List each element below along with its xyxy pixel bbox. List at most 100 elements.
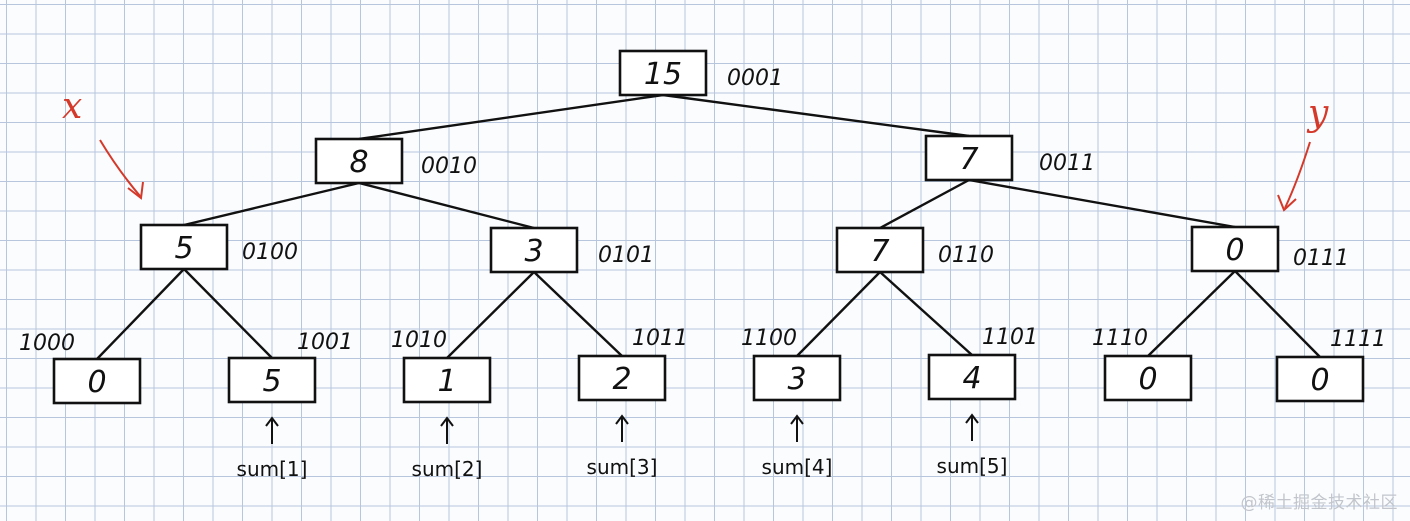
node-binary-code: 1100 (741, 326, 797, 351)
node-box (835, 226, 925, 274)
sum-annotations: sum[1] sum[2] sum[3] sum[4] sum[5] (237, 413, 1008, 481)
node-box (1190, 225, 1280, 273)
node-box (752, 354, 842, 402)
node-binary-code: 0100 (242, 240, 298, 265)
up-arrow-head (965, 413, 979, 424)
node-binary-code: 1010 (391, 328, 447, 353)
node-value: 5 (174, 231, 193, 266)
node-value: 8 (349, 145, 368, 180)
node-box (924, 134, 1014, 182)
node-box (1103, 354, 1193, 402)
node-value: 3 (524, 234, 543, 269)
node-box (489, 226, 579, 274)
sum-label: sum[2] (412, 457, 483, 481)
node-binary-code: 0001 (727, 66, 783, 91)
marker-arrow-icon (99, 139, 141, 197)
sum-label: sum[5] (937, 454, 1008, 478)
sum-label: sum[1] (237, 457, 308, 481)
sum-annotation: sum[5] (937, 413, 1008, 478)
tree-edge (1234, 270, 1321, 358)
node-value: 0 (1138, 362, 1157, 397)
node-box (227, 356, 317, 404)
sum-annotation: sum[2] (412, 416, 483, 481)
up-arrow-head (440, 416, 454, 427)
node-box (314, 137, 404, 185)
node-box (139, 223, 229, 271)
node-value: 0 (1225, 233, 1244, 268)
tree-edge (968, 178, 1236, 229)
node-value: 2 (612, 362, 631, 397)
node-box (1275, 355, 1365, 403)
node-box (927, 353, 1017, 401)
tree-node-root: 15 0001 (618, 49, 783, 97)
sum-label: sum[4] (762, 455, 833, 479)
tree-edge (358, 181, 535, 230)
tree-edge (183, 181, 360, 227)
tree-node-l2-a: 5 0100 (139, 223, 298, 271)
up-arrow-head (790, 414, 804, 425)
node-value: 0 (1310, 363, 1329, 398)
marker-arrow-icon (1284, 141, 1311, 209)
tree-edge (879, 271, 973, 356)
node-box (52, 357, 142, 405)
node-binary-code: 0101 (598, 243, 654, 268)
sum-annotation: sum[4] (762, 414, 833, 479)
tree-node-l2-b: 3 0101 (489, 226, 654, 274)
tree-edge (1147, 270, 1236, 357)
tree-edges (96, 93, 1321, 360)
node-binary-code: 1001 (297, 330, 353, 355)
tree-node-l2-d: 0 0111 (1190, 225, 1349, 273)
node-binary-code: 1101 (982, 325, 1038, 350)
node-value: 5 (262, 364, 281, 399)
up-arrow-head (265, 416, 279, 427)
sum-annotation: sum[3] (587, 414, 658, 479)
tree-node-leaf-5: 3 1100 (741, 326, 842, 402)
node-binary-code: 1011 (632, 326, 688, 351)
marker-arrow-head (1277, 194, 1297, 212)
marker-y: y (1277, 93, 1329, 212)
node-value: 7 (870, 234, 889, 269)
node-box (402, 356, 492, 404)
node-binary-code: 1000 (19, 331, 75, 356)
tree-edge (796, 271, 881, 357)
node-value: 0 (87, 365, 106, 400)
node-binary-code: 1111 (1330, 327, 1386, 352)
marker-x: x (62, 86, 144, 200)
up-arrow-head (615, 414, 629, 425)
tree-node-l2-c: 7 0110 (835, 226, 994, 274)
node-binary-code: 1110 (1092, 326, 1148, 351)
node-box (618, 49, 708, 97)
tree-edge (96, 268, 185, 360)
marker-arrow-head (127, 181, 144, 200)
node-value: 3 (787, 362, 806, 397)
node-binary-code: 0111 (1293, 246, 1349, 271)
tree-node-leaf-1: 0 1000 (19, 331, 142, 405)
node-binary-code: 0110 (938, 243, 994, 268)
tree-node-leaf-3: 1 1010 (391, 328, 492, 404)
marker-label: y (1306, 93, 1329, 134)
marker-label: x (62, 86, 82, 127)
node-value: 7 (959, 142, 978, 177)
node-box (577, 354, 667, 402)
node-value: 1 (437, 364, 456, 399)
tree-edge (879, 178, 970, 230)
tree-node-leaf-7: 0 1110 (1092, 326, 1193, 402)
tree-edge (446, 271, 535, 359)
node-value: 4 (962, 361, 981, 396)
tree-edge (358, 93, 664, 141)
sum-label: sum[3] (587, 455, 658, 479)
tree-edge (183, 268, 273, 359)
tree-node-l1-left: 8 0010 (314, 137, 477, 185)
node-binary-code: 0010 (421, 154, 477, 179)
node-value: 15 (644, 57, 682, 92)
tree-node-leaf-2: 5 1001 (227, 330, 353, 404)
tree-edge (533, 271, 623, 357)
